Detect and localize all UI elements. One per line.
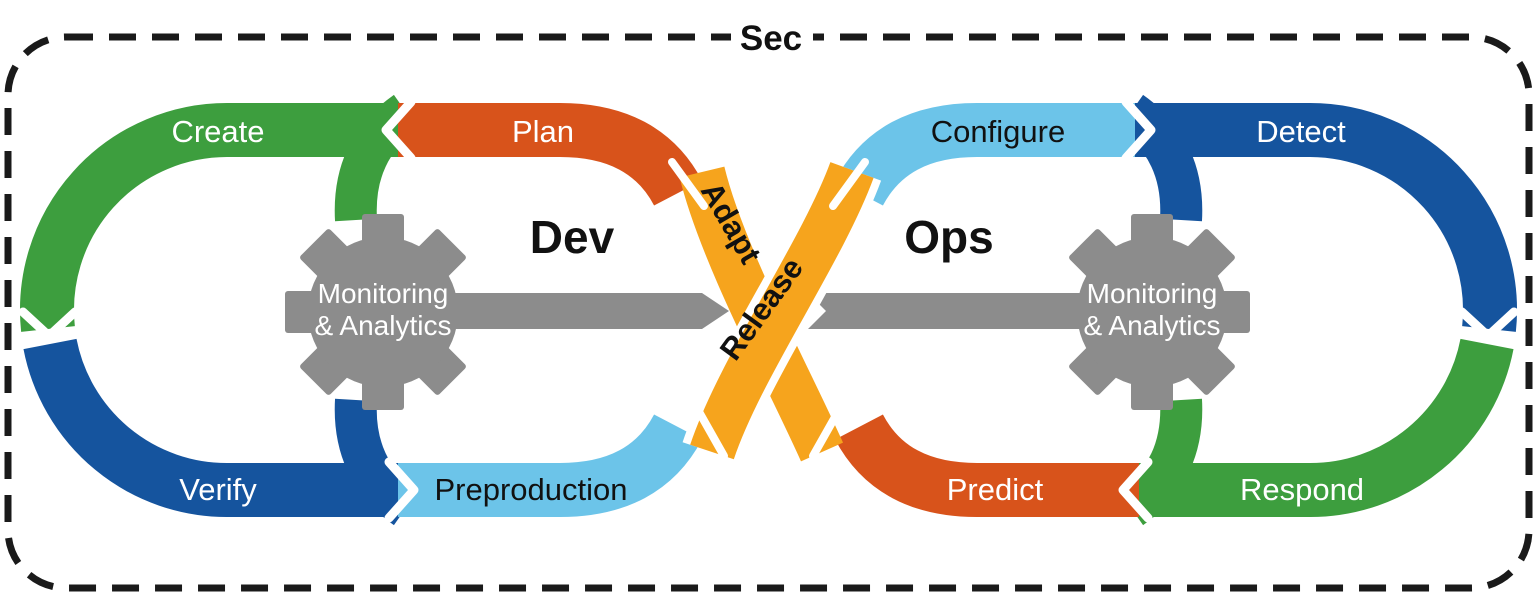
ops-gear-label-line2: & Analytics [1084,310,1221,341]
plan-label: Plan [512,114,574,149]
create-to-verify-chevron [18,307,80,341]
dev-monitoring-bar [383,293,729,329]
plan-adapt-separator [668,158,708,210]
dev-gear-label-line2: & Analytics [315,310,452,341]
configure-label: Configure [931,114,1065,149]
ops-gear-label: Monitoring & Analytics [1084,278,1221,341]
predict-segment [835,413,1139,517]
junction-chevrons [18,97,1519,523]
dev-gear-label: Monitoring & Analytics [315,278,452,341]
ops-label: Ops [904,211,993,263]
preproduction-segment [398,413,702,517]
respond-to-predict-chevron [1118,457,1153,523]
detect-to-respond-chevron [1457,307,1519,341]
configure-to-detect-chevron [1121,97,1156,163]
verify-label: Verify [179,472,257,507]
sec-label-gap [731,24,813,51]
preproduction-release-separator [694,406,728,460]
release-configure-separator [829,158,869,210]
plan-to-create-chevron [381,97,416,163]
ops-gear-label-line1: Monitoring [1087,278,1218,309]
sec-label: Sec [740,19,802,58]
create-label: Create [171,114,264,149]
predict-label: Predict [947,472,1044,507]
ops-gear-icon [1069,214,1250,410]
respond-segment [1135,338,1514,518]
create-segment [20,103,402,332]
detect-label: Detect [1256,114,1346,149]
adapt-predict-separator [809,406,843,460]
detect-segment [1135,103,1517,332]
ops-monitoring-bar [808,293,1152,329]
ribbon-separators [668,158,869,460]
verify-segment [23,338,402,518]
plan-segment [398,103,702,207]
preproduction-label: Preproduction [434,472,627,507]
dev-label: Dev [530,211,615,263]
dev-gear-label-line1: Monitoring [318,278,449,309]
dev-gear-icon [285,214,466,410]
verify-to-preproduction-chevron [384,457,419,523]
respond-label: Respond [1240,472,1364,507]
